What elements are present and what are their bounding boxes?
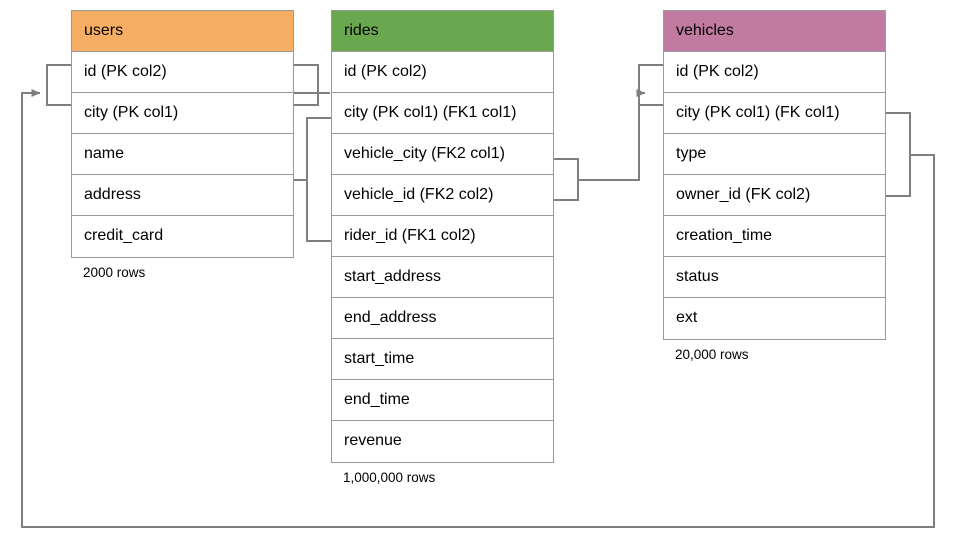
table-header-vehicles[interactable]: vehicles: [664, 11, 885, 52]
table-row[interactable]: name: [72, 134, 293, 175]
row-count-rides: 1,000,000 rows: [343, 470, 436, 485]
table-row[interactable]: type: [664, 134, 885, 175]
users-left-bracket: [46, 64, 71, 106]
table-header-users[interactable]: users: [72, 11, 293, 52]
table-row[interactable]: end_time: [332, 380, 553, 421]
table-row[interactable]: id (PK col2): [664, 52, 885, 93]
table-row[interactable]: credit_card: [72, 216, 293, 257]
table-header-rides[interactable]: rides: [332, 11, 553, 52]
table-row[interactable]: rider_id (FK1 col2): [332, 216, 553, 257]
table-row[interactable]: vehicle_city (FK2 col1): [332, 134, 553, 175]
table-row[interactable]: creation_time: [664, 216, 885, 257]
table-row[interactable]: city (PK col1) (FK col1): [664, 93, 885, 134]
users-right-bracket: [294, 64, 319, 106]
table-row[interactable]: city (PK col1): [72, 93, 293, 134]
table-row[interactable]: revenue: [332, 421, 553, 462]
table-row[interactable]: start_address: [332, 257, 553, 298]
table-row[interactable]: city (PK col1) (FK1 col1): [332, 93, 553, 134]
table-row[interactable]: start_time: [332, 339, 553, 380]
table-row[interactable]: status: [664, 257, 885, 298]
row-count-users: 2000 rows: [83, 265, 146, 280]
table-row[interactable]: vehicle_id (FK2 col2): [332, 175, 553, 216]
table-row[interactable]: ext: [664, 298, 885, 339]
table-row[interactable]: owner_id (FK col2): [664, 175, 885, 216]
table-row[interactable]: end_address: [332, 298, 553, 339]
row-count-vehicles: 20,000 rows: [675, 347, 749, 362]
table-row[interactable]: id (PK col2): [72, 52, 293, 93]
table-row[interactable]: id (PK col2): [332, 52, 553, 93]
connector-rides-to-vehicles-fk2: [554, 64, 663, 201]
table-row[interactable]: address: [72, 175, 293, 216]
